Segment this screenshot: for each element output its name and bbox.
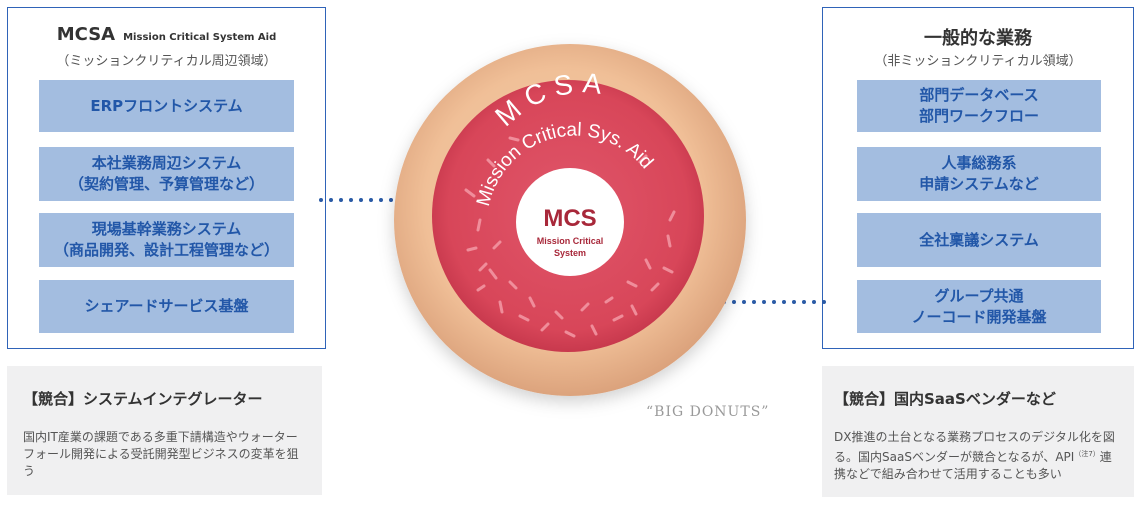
- box-line2: （商品開発、設計工程管理など）: [54, 240, 279, 261]
- big-donuts-caption: “BIG DONUTS”: [646, 404, 769, 420]
- note-right-body: DX推進の土台となる業務プロセスのデジタル化を図る。国内SaaSベンダーが競合と…: [834, 429, 1118, 483]
- mcsa-subtitle: （ミッションクリティカル周辺領域）: [8, 50, 325, 69]
- box-line1: グループ共通: [934, 286, 1023, 307]
- general-business-title: 一般的な業務: [823, 24, 1133, 50]
- big-donut: MCSA Mission Critical Sys. Aid MCS Missi…: [370, 20, 770, 420]
- box-department-db: 部門データベース 部門ワークフロー: [857, 80, 1101, 132]
- box-line1: シェアードサービス基盤: [84, 296, 248, 317]
- box-nocode-platform: グループ共通 ノーコード開発基盤: [857, 280, 1101, 333]
- note-saas-vendor: 【競合】国内SaaSベンダーなど DX推進の土台となる業務プロセスのデジタル化を…: [822, 366, 1134, 497]
- footnote-marker: （注7）: [1074, 450, 1099, 458]
- box-line1: 現場基幹業務システム: [92, 219, 242, 240]
- note-system-integrator: 【競合】システムインテグレーター 国内IT産業の課題である多重下請構造やウォータ…: [7, 366, 322, 495]
- general-business-subtitle: （非ミッションクリティカル領域）: [823, 50, 1133, 69]
- note-left-body: 国内IT産業の課題である多重下請構造やウォーターフォール開発による受託開発型ビジ…: [23, 429, 306, 480]
- donut-center-title: MCS: [543, 205, 596, 232]
- note-left-title: 【競合】システムインテグレーター: [23, 388, 306, 409]
- box-line2: 申請システムなど: [919, 174, 1039, 195]
- box-line1: 全社稟議システム: [919, 230, 1039, 251]
- box-line1: 本社業務周辺システム: [92, 153, 242, 174]
- box-line1: 人事総務系: [941, 153, 1016, 174]
- box-line2: 部門ワークフロー: [919, 106, 1039, 127]
- box-line1: ERPフロントシステム: [90, 96, 242, 117]
- mcsa-title: MCSA: [57, 24, 115, 45]
- box-hr-general-affairs: 人事総務系 申請システムなど: [857, 147, 1101, 201]
- note-right-title: 【競合】国内SaaSベンダーなど: [834, 388, 1118, 409]
- box-approval-system: 全社稟議システム: [857, 213, 1101, 267]
- box-line2: （契約管理、予算管理など）: [69, 174, 264, 195]
- box-field-core-systems: 現場基幹業務システム （商品開発、設計工程管理など）: [39, 213, 294, 267]
- general-business-panel: 一般的な業務 （非ミッションクリティカル領域） 部門データベース 部門ワークフロ…: [822, 7, 1134, 349]
- box-line1: 部門データベース: [919, 85, 1038, 106]
- mcsa-title-en: Mission Critical System Aid: [123, 32, 276, 43]
- mcsa-panel: MCSA Mission Critical System Aid （ミッションクリ…: [7, 7, 326, 349]
- donut-center-sub1: Mission Critical: [537, 236, 604, 246]
- box-line2: ノーコード開発基盤: [911, 307, 1046, 328]
- donut-center-sub2: System: [554, 248, 586, 258]
- mcsa-panel-title: MCSA Mission Critical System Aid: [8, 24, 325, 45]
- note-right-body-before: DX推進の土台となる業務プロセスのデジタル化を図る。国内SaaSベンダーが競合と…: [834, 430, 1115, 464]
- box-shared-services: シェアードサービス基盤: [39, 280, 294, 333]
- box-hq-systems: 本社業務周辺システム （契約管理、予算管理など）: [39, 147, 294, 201]
- box-erp-front: ERPフロントシステム: [39, 80, 294, 132]
